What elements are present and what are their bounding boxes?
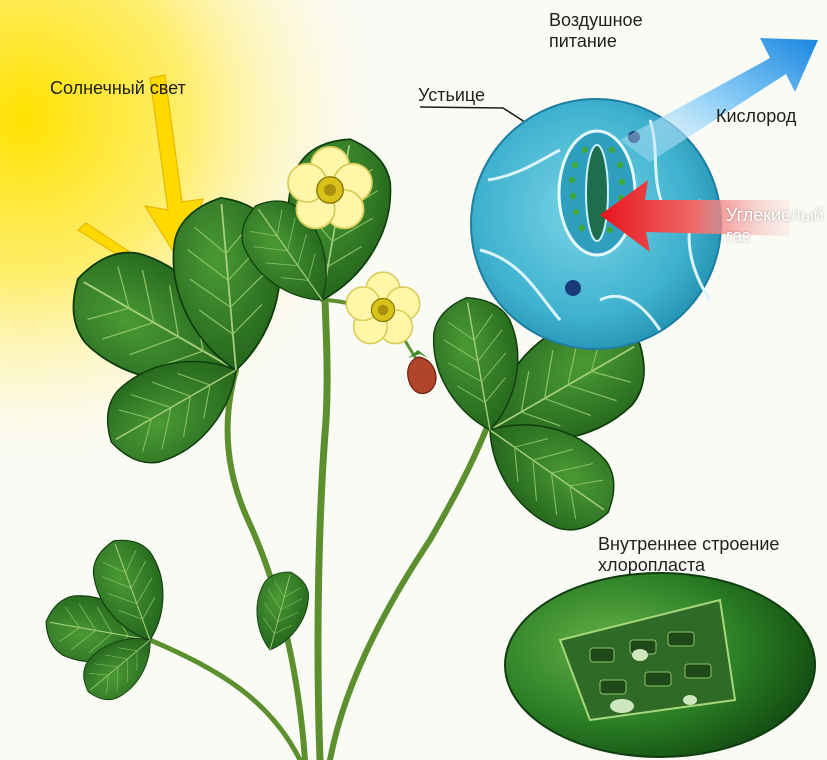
sunlight-label: Солнечный свет xyxy=(50,78,220,99)
air-nutrition-label: Воздушное питание xyxy=(549,10,699,52)
chloroplast-closeup xyxy=(505,573,815,757)
chloroplast-structure-label: Внутреннее строение хлоропласта xyxy=(598,534,823,576)
leaf-small-lower xyxy=(246,566,315,657)
leaf-group-lower-left xyxy=(40,530,180,711)
carbon-dioxide-label: Углекислый газ xyxy=(726,205,826,247)
oxygen-label: Кислород xyxy=(716,106,796,127)
stomata-label: Устьице xyxy=(418,85,485,106)
oxygen-arrow xyxy=(620,38,818,162)
